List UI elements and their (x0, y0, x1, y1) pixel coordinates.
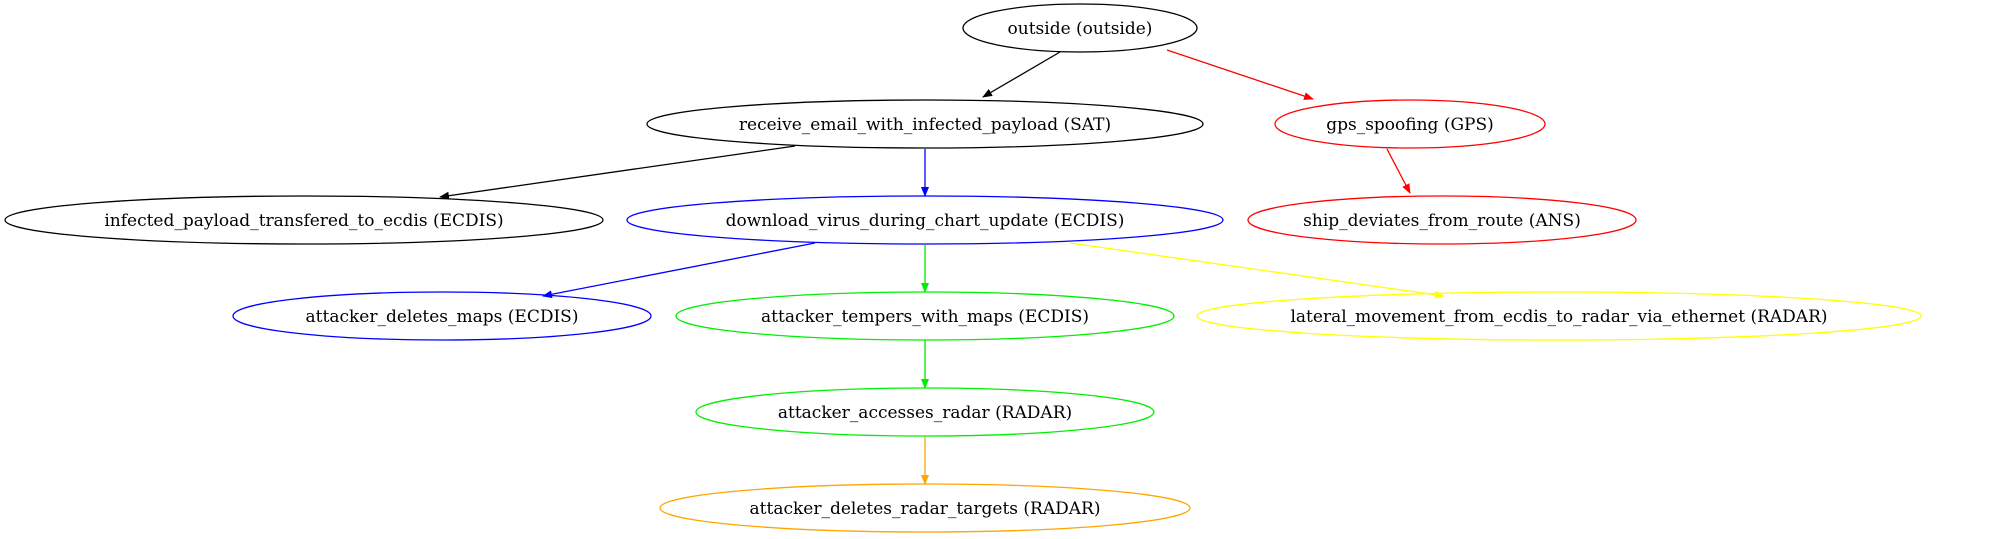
edges (439, 49, 1445, 485)
node-outside-label: outside (outside) (1008, 19, 1153, 39)
node-deletes-targets: attacker_deletes_radar_targets (RADAR) (659, 483, 1191, 533)
node-infected-payload-label: infected_payload_transfered_to_ecdis (EC… (104, 211, 503, 231)
node-deletes-maps-label: attacker_deletes_maps (ECDIS) (306, 307, 579, 327)
node-ship-deviates: ship_deviates_from_route (ANS) (1247, 195, 1637, 245)
edge-download-virus-to-deletes-maps (542, 242, 816, 299)
edge-gps-spoofing-to-ship-deviates (1386, 148, 1411, 194)
node-outside: outside (outside) (962, 3, 1198, 53)
node-tempers-maps: attacker_tempers_with_maps (ECDIS) (675, 291, 1175, 341)
node-gps-spoofing-label: gps_spoofing (GPS) (1326, 115, 1494, 135)
node-lateral-movement: lateral_movement_from_ecdis_to_radar_via… (1196, 291, 1922, 341)
node-deletes-targets-label: attacker_deletes_radar_targets (RADAR) (750, 499, 1101, 519)
node-lateral-movement-label: lateral_movement_from_ecdis_to_radar_via… (1290, 307, 1827, 327)
node-accesses-radar: attacker_accesses_radar (RADAR) (695, 387, 1155, 437)
node-download-virus-label: download_virus_during_chart_update (ECDI… (726, 211, 1125, 231)
edge-outside-to-gps-spoofing (1166, 49, 1314, 100)
node-infected-payload: infected_payload_transfered_to_ecdis (EC… (4, 195, 604, 245)
node-tempers-maps-label: attacker_tempers_with_maps (ECDIS) (761, 307, 1089, 327)
node-accesses-radar-label: attacker_accesses_radar (RADAR) (778, 403, 1072, 423)
node-receive-email: receive_email_with_infected_payload (SAT… (646, 99, 1204, 149)
node-deletes-maps: attacker_deletes_maps (ECDIS) (232, 291, 652, 341)
node-gps-spoofing: gps_spoofing (GPS) (1274, 99, 1546, 149)
edge-outside-to-receive-email (982, 51, 1061, 98)
edge-download-virus-to-lateral-movement (1069, 242, 1445, 299)
node-download-virus: download_virus_during_chart_update (ECDI… (626, 195, 1224, 245)
edge-receive-email-to-infected-payload (439, 145, 796, 200)
node-ship-deviates-label: ship_deviates_from_route (ANS) (1303, 211, 1581, 231)
node-receive-email-label: receive_email_with_infected_payload (SAT… (739, 115, 1111, 135)
nodes: outside (outside) receive_email_with_inf… (4, 3, 1922, 533)
